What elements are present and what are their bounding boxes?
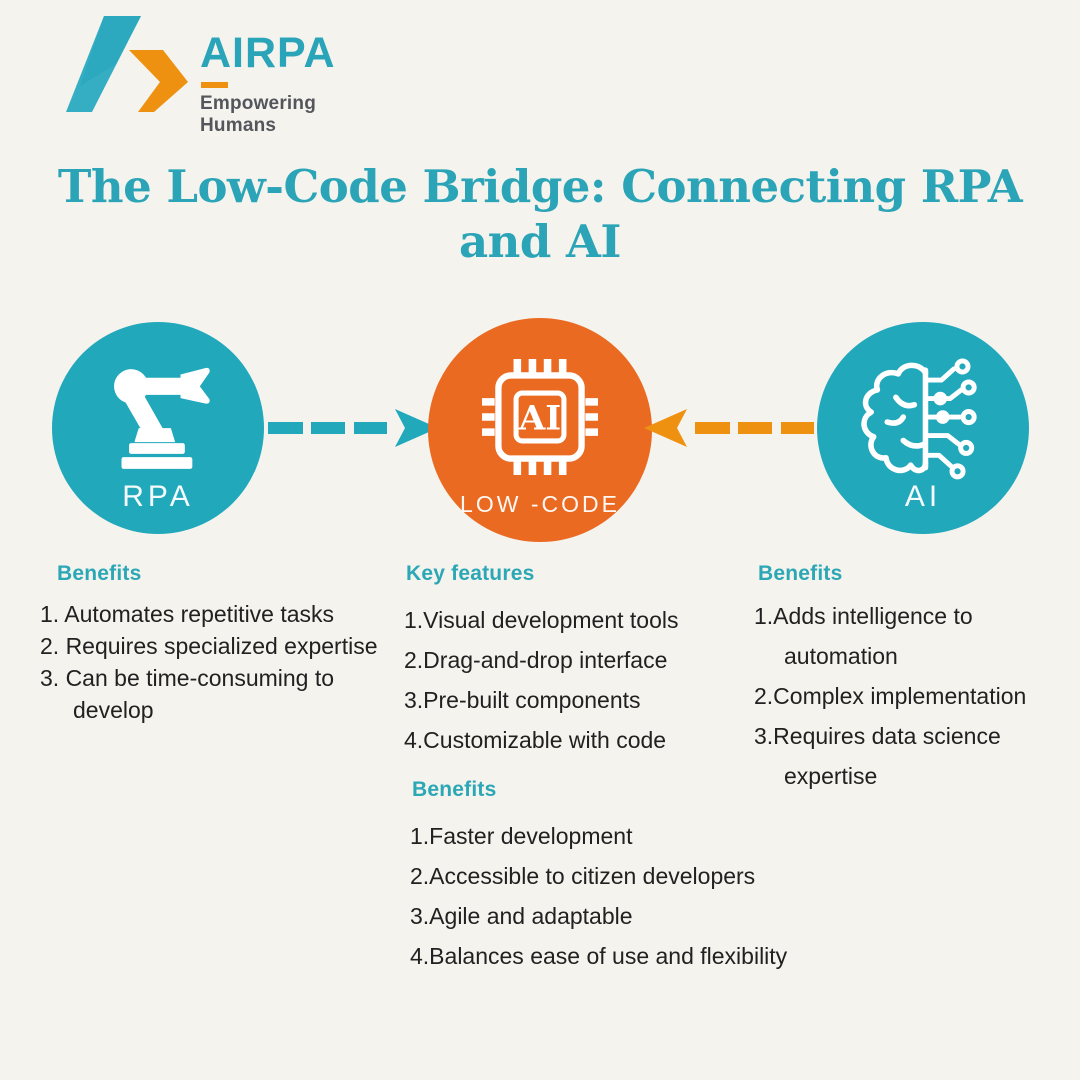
list-item: 1.Faster development (410, 823, 633, 849)
lowcode-features-heading: Key features (406, 562, 535, 585)
page-title: The Low-Code Bridge: Connecting RPA and … (0, 160, 1080, 270)
list-item: 4.Customizable with code (404, 727, 667, 753)
list-item: 3. Can be time-consuming to develop (40, 665, 335, 723)
brand-dash-icon (201, 82, 228, 88)
list-item: 2.Drag-and-drop interface (404, 647, 668, 673)
arrow-ai-to-lowcode-icon (644, 409, 814, 447)
list-item: 1. Automates repetitive tasks (40, 601, 335, 627)
list-item: 1.Adds intelligence to automation (754, 603, 973, 669)
rpa-node: RPA (52, 322, 264, 534)
list-item: 3.Pre-built components (404, 687, 641, 713)
list-item: 2.Accessible to citizen developers (410, 863, 756, 889)
lowcode-features-list: 1.Visual development tools 2.Drag-and-dr… (404, 600, 744, 760)
ai-node-label: AI (904, 480, 942, 513)
rpa-node-label: RPA (122, 480, 194, 513)
list-item: 3.Requires data science expertise (754, 723, 1001, 789)
page-title-line1: The Low-Code Bridge: Connecting RPA (57, 160, 1023, 213)
arrow-rpa-to-lowcode-icon (268, 409, 438, 447)
ai-benefits-list: 1.Adds intelligence to automation 2.Comp… (754, 596, 1066, 796)
robot-arm-icon (114, 367, 210, 469)
brand-tagline: Empowering Humans (200, 93, 317, 136)
list-item: 2.Complex implementation (754, 683, 1027, 709)
ai-benefits-heading: Benefits (758, 562, 843, 585)
lowcode-node-label: LOW -CODE (460, 491, 620, 517)
chip-ai-text: AI (518, 399, 561, 439)
brand-logo: AIRPA Empowering Humans (58, 12, 388, 136)
brand-name: AIRPA (200, 29, 336, 77)
airpa-logo-icon (66, 16, 188, 112)
lowcode-benefits-list: 1.Faster development 2.Accessible to cit… (410, 816, 850, 976)
page-title-line2: and AI (459, 214, 621, 268)
lowcode-node: AI LOW -CODE (428, 318, 652, 542)
list-item: 1.Visual development tools (404, 607, 679, 633)
ai-node: AI (817, 322, 1029, 534)
brain-circuit-icon (861, 358, 977, 480)
list-item: 2. Requires specialized expertise (40, 633, 378, 659)
rpa-benefits-list: 1. Automates repetitive tasks 2. Require… (40, 598, 396, 726)
list-item: 4.Balances ease of use and flexibility (410, 943, 788, 969)
list-item: 3.Agile and adaptable (410, 903, 633, 929)
ai-chip-icon: AI (482, 359, 598, 475)
lowcode-benefits-heading: Benefits (412, 778, 497, 801)
rpa-benefits-heading: Benefits (57, 562, 142, 585)
